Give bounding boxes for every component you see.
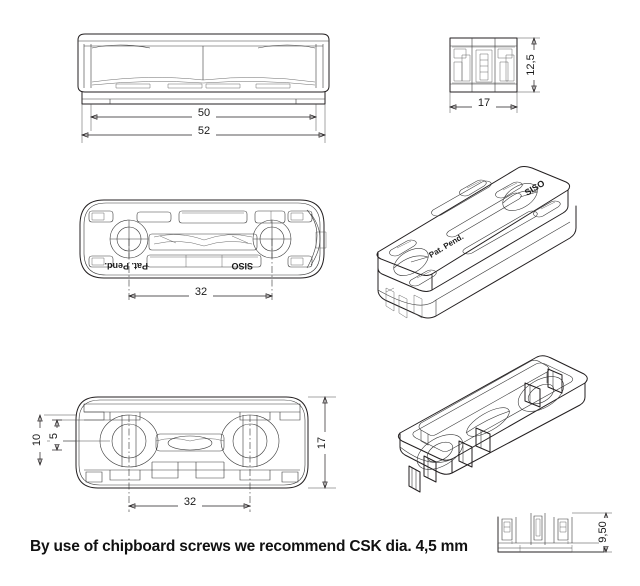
- dimension-label-9-50: 9,50: [597, 521, 609, 542]
- dimension-label-5: 5: [48, 433, 60, 439]
- dimension-17-bottom: 17: [316, 395, 332, 490]
- section-detail-view: 9,50: [497, 511, 613, 554]
- isometric-top-view: Pat. Pend. SISO: [376, 166, 577, 319]
- bottom-view: 10 5 17 32: [31, 395, 336, 512]
- dimension-label-17-bottom: 17: [316, 437, 328, 449]
- dimension-32-bottom: 32: [127, 495, 252, 509]
- dimension-label-50: 50: [198, 107, 210, 119]
- iso-engraving-pat-pend: Pat. Pend.: [427, 232, 465, 260]
- dimension-10: 10: [31, 413, 47, 467]
- dimension-17-end: 17: [448, 96, 519, 110]
- dimension-12-5: 12,5: [525, 36, 541, 94]
- isometric-underside-view: [397, 355, 588, 493]
- dimension-9-50: 9,50: [597, 511, 613, 554]
- recommendation-caption: By use of chipboard screws we recommend …: [30, 538, 468, 555]
- end-elevation-view: 17 12,5: [448, 36, 541, 113]
- dimension-50: 50: [89, 106, 318, 120]
- dimension-label-32-bottom: 32: [184, 496, 196, 508]
- dimension-label-10: 10: [31, 434, 43, 446]
- front-elevation-view: 50 52: [77, 33, 330, 143]
- iso-engraving-siso: SISO: [523, 178, 547, 198]
- plan-view: Pat. Pend. SISO 32: [79, 199, 327, 302]
- dimension-label-12-5: 12,5: [525, 54, 537, 75]
- iso-countersink-left: [393, 248, 429, 276]
- plan-engraving-pat-pend: Pat. Pend.: [104, 261, 148, 271]
- dimension-label-32-plan: 32: [195, 286, 207, 298]
- plan-engraving-siso: SISO: [231, 261, 253, 271]
- iso-boss-right: [517, 376, 565, 412]
- iso-countersink-right: [502, 183, 538, 211]
- dimension-label-52: 52: [198, 125, 210, 137]
- dimension-5: 5: [48, 418, 63, 452]
- dimension-32-plan: 32: [127, 285, 274, 299]
- dimension-52: 52: [80, 124, 327, 138]
- dimension-label-17-end: 17: [478, 97, 490, 109]
